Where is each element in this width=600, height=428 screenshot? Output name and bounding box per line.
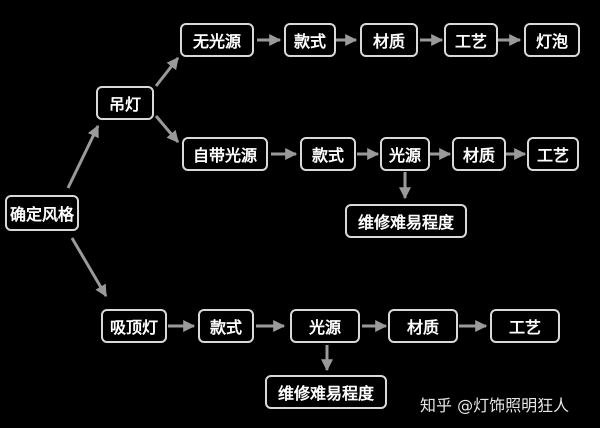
node-bot-style: 款式 — [198, 309, 254, 343]
node-mid-style: 款式 — [300, 137, 356, 171]
node-root: 确定风格 — [5, 195, 79, 231]
node-top-craft: 工艺 — [444, 23, 498, 57]
arrow-root-to-ceiling-lamp — [70, 237, 108, 298]
node-built-in-light: 自带光源 — [182, 137, 268, 171]
node-pendant: 吊灯 — [96, 86, 154, 120]
node-mid-maintenance: 维修难易程度 — [345, 204, 467, 238]
node-mid-light-source: 光源 — [380, 137, 430, 171]
node-bot-material: 材质 — [388, 309, 458, 343]
node-mid-craft: 工艺 — [527, 137, 579, 171]
node-mid-material: 材质 — [452, 137, 506, 171]
arrow-root-to-pendant — [66, 124, 100, 189]
arrow-pendant-to-built-in-light — [154, 115, 180, 143]
node-top-style: 款式 — [284, 23, 336, 57]
node-bot-light-source: 光源 — [290, 309, 360, 343]
arrow-pendant-to-no-light-source — [154, 57, 180, 87]
watermark: 知乎 @灯饰照明狂人 — [420, 396, 570, 415]
node-bot-craft: 工艺 — [490, 309, 560, 343]
node-bulb: 灯泡 — [524, 23, 580, 57]
node-bot-maintenance: 维修难易程度 — [265, 375, 387, 409]
node-ceiling-lamp: 吸顶灯 — [101, 309, 167, 343]
node-no-light-source: 无光源 — [180, 23, 254, 57]
node-top-material: 材质 — [360, 23, 418, 57]
